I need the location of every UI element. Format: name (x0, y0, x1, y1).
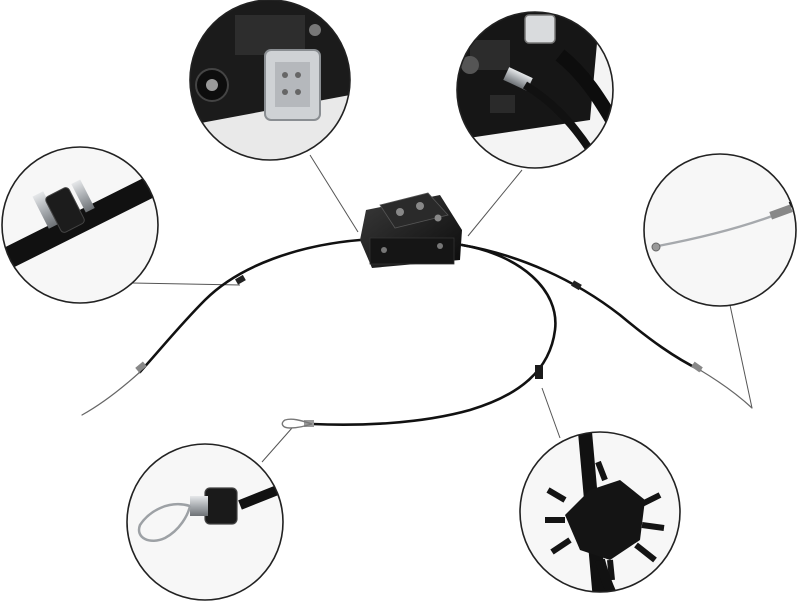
bolt (396, 208, 404, 216)
middle-cable (310, 243, 557, 426)
bolt (437, 243, 443, 249)
ferrule (135, 361, 147, 373)
leader-line-cable-end (729, 304, 753, 409)
actuator-top (379, 192, 449, 229)
actuator-module (360, 192, 462, 268)
connector-closeup (189, 0, 351, 161)
ferrule (235, 274, 246, 285)
leader-lines (131, 154, 753, 463)
left-cable-tail (81, 371, 141, 416)
leader-line-connector (309, 154, 359, 233)
bolt (381, 247, 387, 253)
cable-ferrules (135, 274, 703, 427)
cable-outlet-closeup (456, 11, 614, 169)
loop-end (281, 418, 313, 429)
leader-line-loop-end (261, 427, 293, 463)
cable-assembly (81, 238, 753, 426)
bolt (434, 214, 442, 222)
right-cable-tail (699, 369, 753, 409)
leader-line-boot (541, 387, 561, 439)
boot-closeup (519, 431, 681, 593)
ferrule (571, 280, 582, 291)
left-cable (138, 238, 362, 374)
grommet-closeup (1, 146, 159, 304)
right-cable (460, 243, 702, 372)
bolt (416, 202, 424, 210)
loop-end-closeup (126, 443, 284, 601)
leader-line-outlet (467, 169, 523, 237)
ferrule (535, 365, 543, 379)
cable-end-closeup (643, 153, 797, 307)
ferrule (691, 361, 703, 373)
